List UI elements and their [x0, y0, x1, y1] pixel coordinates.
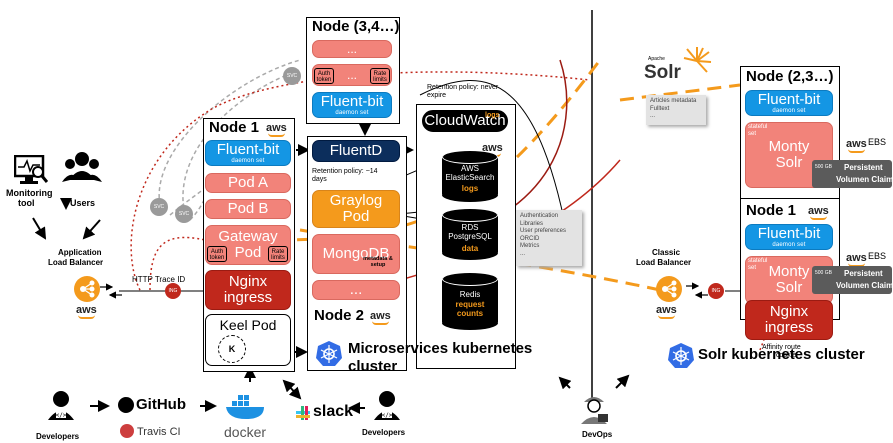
rds-postgresql-db: RDS PostgreSQL data: [442, 208, 498, 260]
ing-icon-right: ING: [708, 283, 724, 299]
classic-lb-label-2: Load Balancer: [636, 258, 692, 267]
persistent-volume-claim-top: 500 GB Persistent Volumen Claim: [812, 160, 893, 188]
ebs-label-top: EBS: [868, 137, 887, 147]
svc-icon-2: SVC: [175, 205, 193, 223]
cloudwatch-logs-tag: logs: [485, 112, 500, 119]
monitoring-label: Monitoring: [6, 188, 53, 198]
node34-auth-token-badge: Auth token: [314, 68, 334, 84]
solr-cluster-title: Solr kubernetes cluster: [698, 346, 865, 363]
aws-logo-solr-node1: aws: [808, 205, 829, 220]
node2-pod-bottom[interactable]: ...: [312, 280, 400, 300]
solr-node1-title: Node 1: [746, 202, 797, 219]
node2-retention-label: Retention policy: ~14 days: [312, 168, 378, 184]
solr-node23-stateful-label: stateful set: [748, 124, 768, 137]
node34-pod-top[interactable]: ...: [312, 40, 392, 58]
pod-b[interactable]: Pod B: [205, 199, 291, 219]
affinity-cookie-label: cookie: [776, 352, 797, 359]
kubernetes-icon-solr: [668, 342, 694, 368]
pod-a[interactable]: Pod A: [205, 173, 291, 193]
elasticsearch-db: AWS ElasticSearch logs: [442, 150, 498, 202]
aws-logo-left: aws: [76, 304, 97, 319]
developer-icon-right: </>: [372, 390, 402, 420]
monitoring-label-2: tool: [18, 198, 35, 208]
users-icon: [62, 150, 102, 190]
keel-pod[interactable]: Keel Pod K: [205, 314, 291, 366]
kubernetes-icon-microservices: [316, 340, 342, 366]
developers-label-left: Developers: [36, 432, 80, 441]
gateway-auth-token-badge: Auth token: [207, 246, 227, 262]
travis-ci-icon: [120, 424, 134, 438]
solr-node23-title: Node (2,3…): [746, 68, 834, 85]
devops-label: DevOps: [582, 430, 613, 439]
svc-icon-1: SVC: [150, 198, 168, 216]
microservices-cluster-title: Microservices kubernetes: [348, 340, 533, 357]
aws-logo-ebs-top: aws: [846, 138, 867, 153]
persistent-volume-claim-bottom: 500 GB Persistent Volumen Claim: [812, 266, 893, 294]
solr-logo-text: Solr: [644, 62, 681, 83]
microservices-cluster-title-2: cluster: [348, 358, 398, 375]
ebs-label-bottom: EBS: [868, 251, 887, 261]
node2-title: Node 2: [314, 307, 365, 324]
node1-title: Node 1: [209, 119, 260, 136]
svc-icon-3: SVC: [283, 67, 301, 85]
aws-logo-classic-lb: aws: [656, 304, 677, 319]
svg-text:</>: </>: [382, 412, 393, 419]
redis-db: Redis request counts: [442, 272, 498, 330]
travis-ci-label: Travis CI: [137, 426, 181, 438]
cloudwatch-retention-label: Retention policy: never expire: [427, 84, 499, 100]
docker-label: docker: [224, 424, 267, 440]
github-icon: [118, 397, 134, 413]
mongodb-pod[interactable]: MongoDB: [312, 234, 400, 274]
slack-icon: [296, 406, 310, 420]
developer-icon-left: </>: [46, 390, 76, 420]
aws-logo-ebs-bottom: aws: [846, 252, 867, 267]
users-label: Users: [70, 198, 96, 208]
cloudwatch-header: CloudWatch: [422, 110, 508, 132]
ing-icon-left: ING: [165, 283, 181, 299]
fluentd-pod[interactable]: FluentD: [312, 140, 400, 162]
gateway-rate-limits-badge: Rate limits: [268, 246, 288, 262]
developers-label-right: Developers: [362, 428, 406, 437]
classic-lb-label-1: Classic: [652, 248, 681, 257]
apache-label: Apache: [648, 56, 665, 62]
aws-logo-node1: aws: [266, 122, 287, 137]
solr-sun-icon: [682, 46, 712, 76]
alb-label-1: Application: [58, 248, 102, 257]
mongodb-sub-label: metadata & setup: [363, 256, 393, 269]
affinity-route-label: Affinity route: [762, 344, 801, 351]
load-balancer-icon: [74, 276, 100, 302]
keel-pod-label: Keel Pod: [219, 317, 277, 333]
docker-icon: [224, 395, 268, 421]
devops-icon: [578, 392, 610, 424]
solr-node1-stateful-label: stateful set: [748, 258, 768, 271]
svg-text:</>: </>: [56, 412, 67, 419]
alb-label-2: Load Balancer: [48, 258, 104, 267]
classic-load-balancer-icon: [656, 276, 682, 302]
monitoring-tool-icon: [13, 154, 49, 187]
github-label: GitHub: [136, 396, 186, 413]
aws-logo-node2: aws: [370, 310, 391, 325]
keel-icon: K: [218, 335, 246, 363]
node34-rate-limits-badge: Rate limits: [370, 68, 390, 84]
http-trace-label: HTTP Trace ID: [132, 275, 186, 284]
slack-label: slack: [313, 403, 354, 420]
node34-title: Node (3,4…): [312, 18, 400, 35]
